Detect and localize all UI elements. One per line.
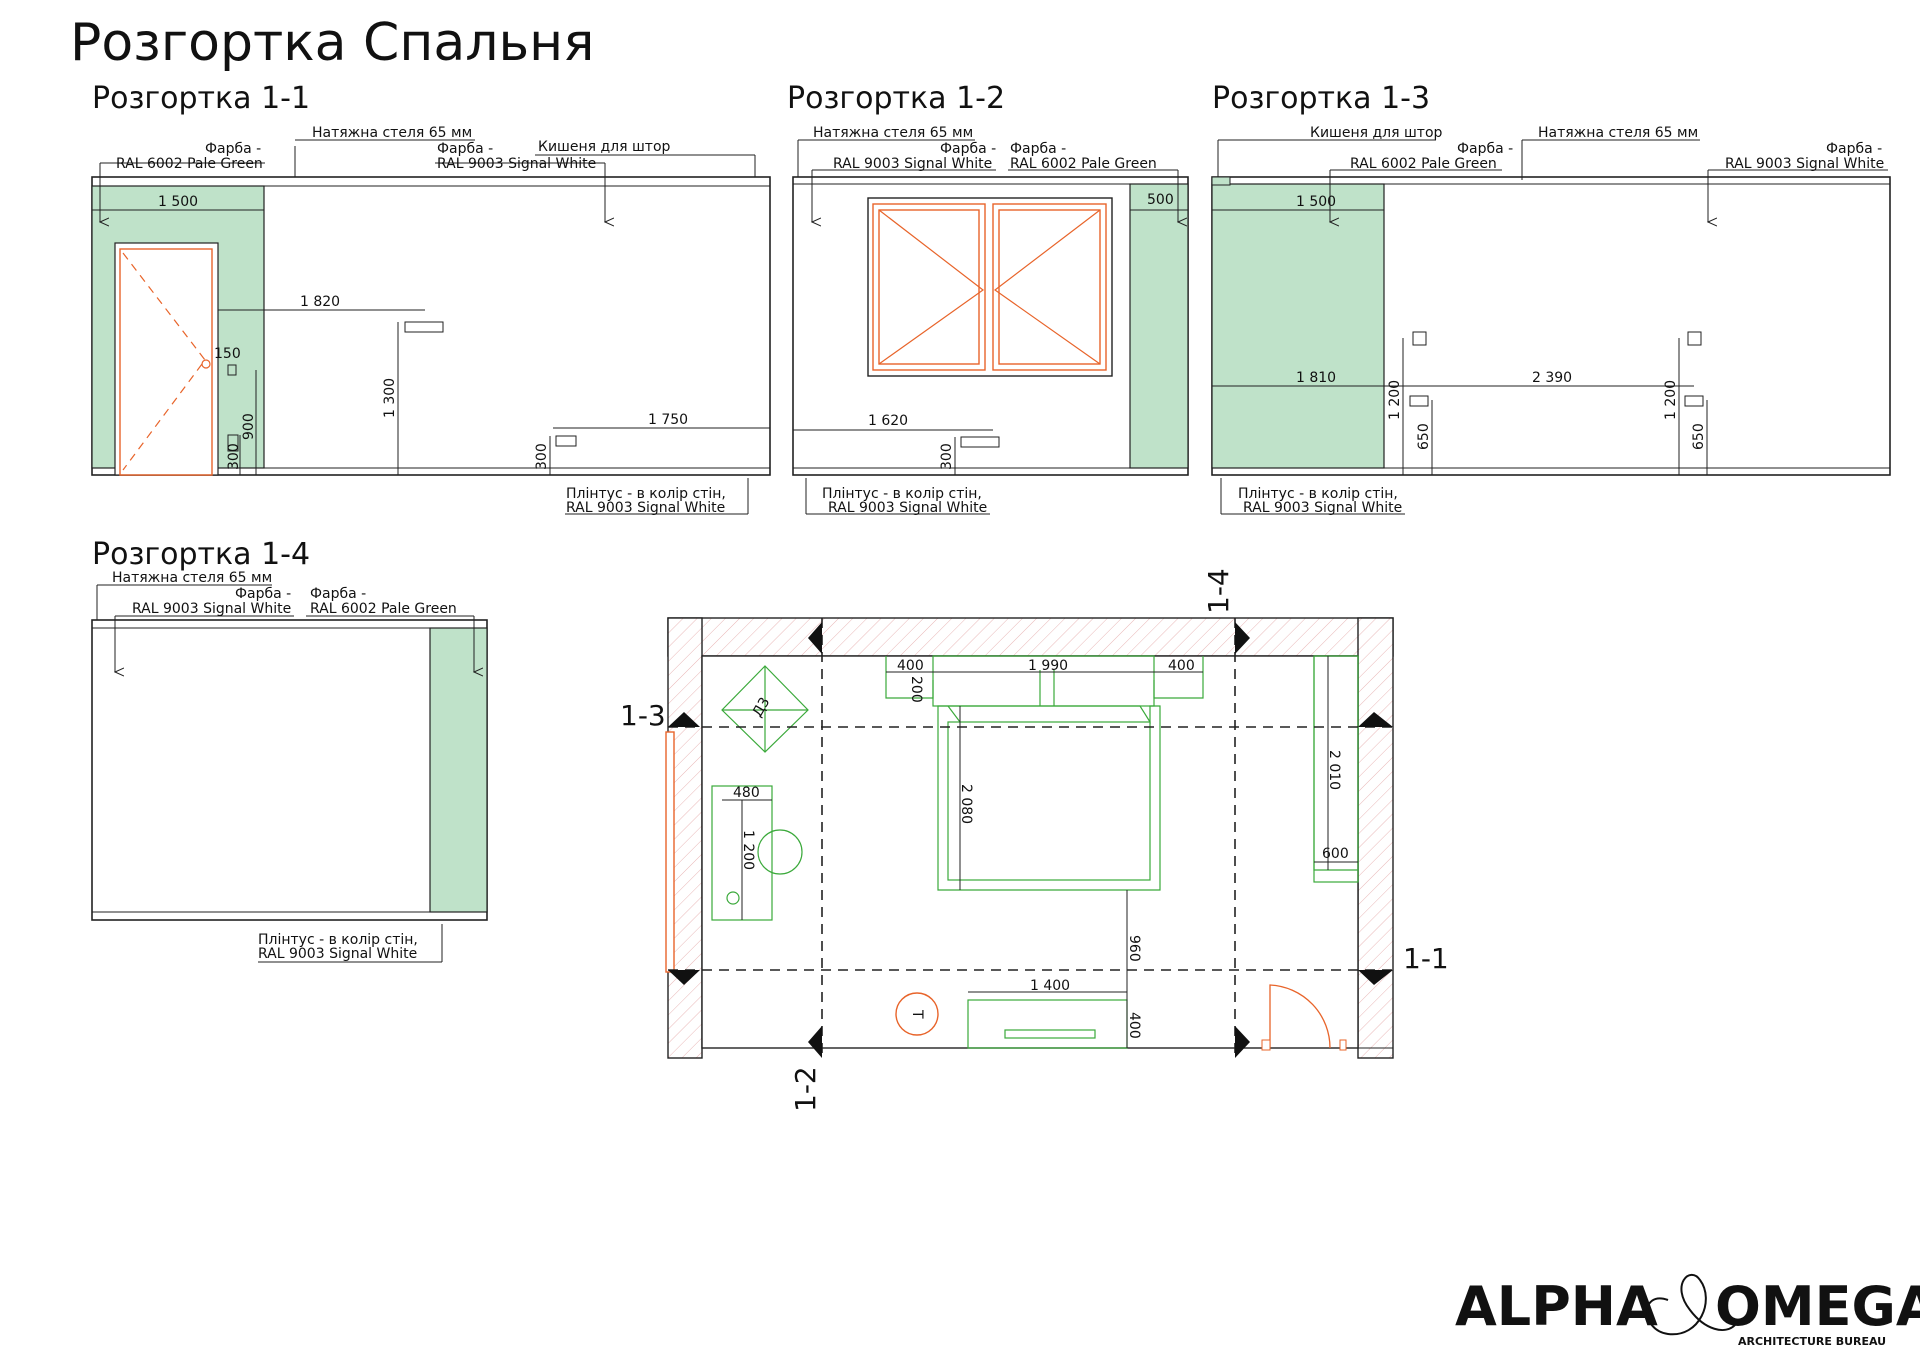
plan-dim-480: 480 xyxy=(733,785,760,801)
section-marker-1-1: 1-1 xyxy=(1403,942,1449,975)
elevation-1-3: Розгортка 1-3 Кишеня для штор Фарба - RA… xyxy=(1211,81,1891,516)
note-paint-1-2a: Фарба - xyxy=(940,141,996,157)
note-plinth-white-1-1: RAL 9003 Signal White xyxy=(566,500,725,516)
section-marker-1-2: 1-2 xyxy=(789,1066,822,1112)
note-pocket-1-1: Кишеня для штор xyxy=(538,139,671,155)
note-white-1-2: RAL 9003 Signal White xyxy=(833,156,992,172)
note-green-1-3: RAL 6002 Pale Green xyxy=(1350,156,1497,172)
note-paint-1-3b: Фарба - xyxy=(1826,141,1882,157)
dim-1-3-b: 1 810 xyxy=(1296,370,1336,386)
section-marker-1-3: 1-3 xyxy=(620,699,666,732)
note-white-1-1: RAL 9003 Signal White xyxy=(437,156,596,172)
dim-1-3-f: 1 200 xyxy=(1663,380,1679,420)
section-title-1-3: Розгортка 1-3 xyxy=(1212,81,1430,116)
note-plinth-1-4: Плінтус - в колір стін, xyxy=(258,932,418,948)
plan-dim-400a: 400 xyxy=(897,658,924,674)
note-paint-1-1b: Фарба - xyxy=(437,141,493,157)
note-paint-1-1a: Фарба - xyxy=(205,141,261,157)
note-white-1-4: RAL 9003 Signal White xyxy=(132,601,291,617)
note-ceiling-1-2: Натяжна стеля 65 мм xyxy=(813,125,973,141)
section-title-1-4: Розгортка 1-4 xyxy=(92,537,310,572)
note-paint-1-4a: Фарба - xyxy=(235,586,291,602)
dim-1-1-f: 1 300 xyxy=(382,378,398,418)
plan-dim-200: 200 xyxy=(908,676,924,703)
dim-1-3-a: 1 500 xyxy=(1296,194,1336,210)
page-title: Розгортка Спальня xyxy=(70,13,594,73)
logo-omega: OMEGA xyxy=(1715,1275,1920,1338)
dim-1-1-g: 1 750 xyxy=(648,412,688,428)
note-ceiling-1-4: Натяжна стеля 65 мм xyxy=(112,570,272,586)
note-green-1-4: RAL 6002 Pale Green xyxy=(310,601,457,617)
note-pocket-1-3: Кишеня для штор xyxy=(1310,125,1443,141)
plan-dim-400b: 400 xyxy=(1168,658,1195,674)
dim-1-1-d: 900 xyxy=(241,413,257,440)
elevation-1-4: Розгортка 1-4 Натяжна стеля 65 мм Фарба … xyxy=(91,537,488,963)
plan-dim-960: 960 xyxy=(1126,935,1142,962)
dim-1-1-b: 1 820 xyxy=(300,294,340,310)
dim-1-3-e: 650 xyxy=(1416,423,1432,450)
note-green-1-1: RAL 6002 Pale Green xyxy=(116,156,263,172)
company-logo: ALPHA OMEGA ARCHITECTURE BUREAU xyxy=(1455,1273,1920,1348)
section-marker-1-4: 1-4 xyxy=(1202,568,1235,614)
note-paint-1-2b: Фарба - xyxy=(1010,141,1066,157)
dim-1-1-a: 1 500 xyxy=(158,194,198,210)
dim-1-1-e: 300 xyxy=(226,443,242,470)
note-plinth-white-1-3: RAL 9003 Signal White xyxy=(1243,500,1402,516)
plan-t-label: Т xyxy=(909,1009,925,1019)
dim-1-3-c: 2 390 xyxy=(1532,370,1572,386)
dim-1-3-d: 1 200 xyxy=(1387,380,1403,420)
note-green-1-2: RAL 6002 Pale Green xyxy=(1010,156,1157,172)
note-plinth-white-1-4: RAL 9003 Signal White xyxy=(258,946,417,962)
note-plinth-1-2: Плінтус - в колір стін, xyxy=(822,486,982,502)
elevation-1-2: Розгортка 1-2 Натяжна стеля 65 мм Фарба … xyxy=(787,81,1189,516)
plan-dim-400c: 400 xyxy=(1126,1012,1142,1039)
plan-dim-1200: 1 200 xyxy=(740,830,756,870)
note-ceiling-1-3: Натяжна стеля 65 мм xyxy=(1538,125,1698,141)
logo-alpha: ALPHA xyxy=(1455,1275,1658,1338)
floor-plan: Д3 Т 1-3 1-1 1-2 1-4 400 200 1 99 xyxy=(620,568,1449,1112)
note-ceiling-1-1: Натяжна стеля 65 мм xyxy=(312,125,472,141)
dim-1-1-h: 300 xyxy=(534,443,550,470)
note-plinth-1-1: Плінтус - в колір стін, xyxy=(566,486,726,502)
dim-1-2-a: 500 xyxy=(1147,192,1174,208)
plan-dim-2010: 2 010 xyxy=(1326,750,1342,790)
note-plinth-1-3: Плінтус - в колір стін, xyxy=(1238,486,1398,502)
note-white-1-3: RAL 9003 Signal White xyxy=(1725,156,1884,172)
plan-dim-2080: 2 080 xyxy=(958,784,974,824)
plan-dim-600: 600 xyxy=(1322,846,1349,862)
note-paint-1-3a: Фарба - xyxy=(1457,141,1513,157)
dim-1-3-g: 650 xyxy=(1691,423,1707,450)
dim-1-2-b: 1 620 xyxy=(868,413,908,429)
logo-subtitle: ARCHITECTURE BUREAU xyxy=(1738,1335,1886,1348)
dim-1-1-c: 150 xyxy=(214,346,241,362)
plan-dim-1400: 1 400 xyxy=(1030,978,1070,994)
section-title-1-2: Розгортка 1-2 xyxy=(787,81,1005,116)
section-title-1-1: Розгортка 1-1 xyxy=(92,81,310,116)
elevation-1-1: Розгортка 1-1 Натяжна стеля 65 мм Фарба … xyxy=(91,81,771,516)
dim-1-2-c: 300 xyxy=(939,443,955,470)
note-paint-1-4b: Фарба - xyxy=(310,586,366,602)
note-plinth-white-1-2: RAL 9003 Signal White xyxy=(828,500,987,516)
plan-dim-1990: 1 990 xyxy=(1028,658,1068,674)
